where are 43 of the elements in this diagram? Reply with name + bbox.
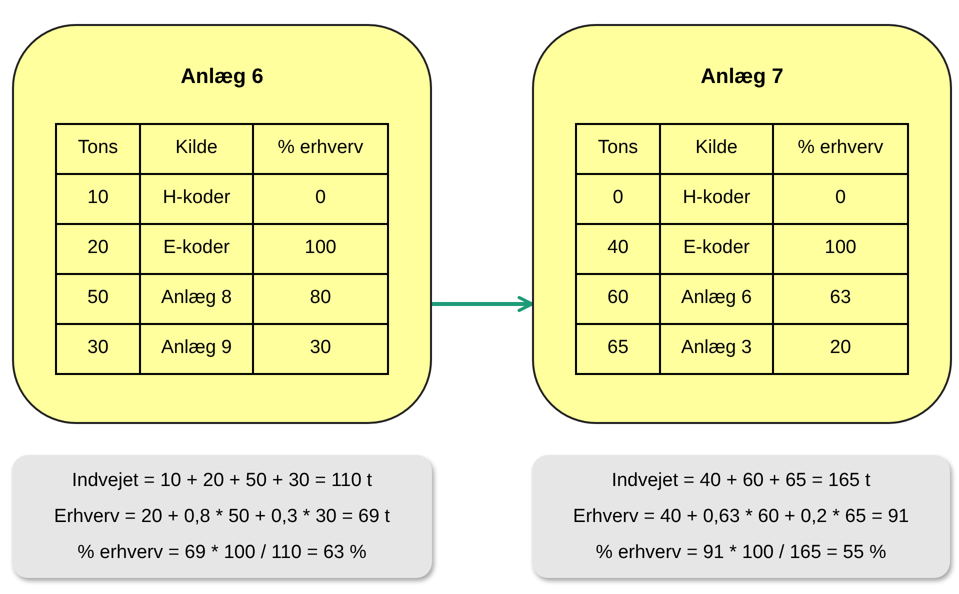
table-cell: 40 [577,224,661,274]
formula-text: Indvejet = 10 + 20 + 50 + 30 = 110 t [72,468,372,492]
table-cell: Kilde [661,124,774,174]
calculation-box [532,455,950,578]
table-cell: Tons [577,124,661,174]
arrow [432,296,534,312]
table-cell: 20 [774,324,909,374]
table-cell: 30 [254,324,389,374]
table-cell: Anlæg 8 [141,274,254,324]
table-cell: Tons [57,124,141,174]
formula-text: Indvejet = 40 + 60 + 65 = 165 t [612,468,870,492]
table-cell: 30 [57,324,141,374]
formula-text: Erhverv = 40 + 0,63 * 60 + 0,2 * 65 = 91 [573,504,909,528]
table-cell: 20 [57,224,141,274]
table-cell: 10 [57,174,141,224]
table-cell: 63 [774,274,909,324]
table-cell: 0 [254,174,389,224]
table-cell: % erhverv [254,124,389,174]
table-cell: 0 [577,174,661,224]
formula-text: % erhverv = 69 * 100 / 110 = 63 % [77,540,367,564]
table-cell: H-koder [661,174,774,224]
table-cell: % erhverv [774,124,909,174]
formula-text: % erhverv = 91 * 100 / 165 = 55 % [596,540,886,564]
table-cell: 0 [774,174,909,224]
table-cell: Anlæg 6 [661,274,774,324]
table-cell: Anlæg 9 [141,324,254,374]
plant-title: Anlæg 6 [180,64,264,90]
table-cell: Kilde [141,124,254,174]
table-cell: 60 [577,274,661,324]
table-cell: 65 [577,324,661,374]
plant-box [12,24,432,424]
table-cell: 50 [57,274,141,324]
table-cell: 100 [254,224,389,274]
plant-box [532,24,952,424]
table-cell: E-koder [661,224,774,274]
calculation-box [12,455,432,578]
table-cell: E-koder [141,224,254,274]
formula-text: Erhverv = 20 + 0,8 * 50 + 0,3 * 30 = 69 t [54,504,390,528]
table-cell: 100 [774,224,909,274]
table-cell: H-koder [141,174,254,224]
plant-title: Anlæg 7 [700,64,784,90]
table-cell: 80 [254,274,389,324]
table-cell: Anlæg 3 [661,324,774,374]
